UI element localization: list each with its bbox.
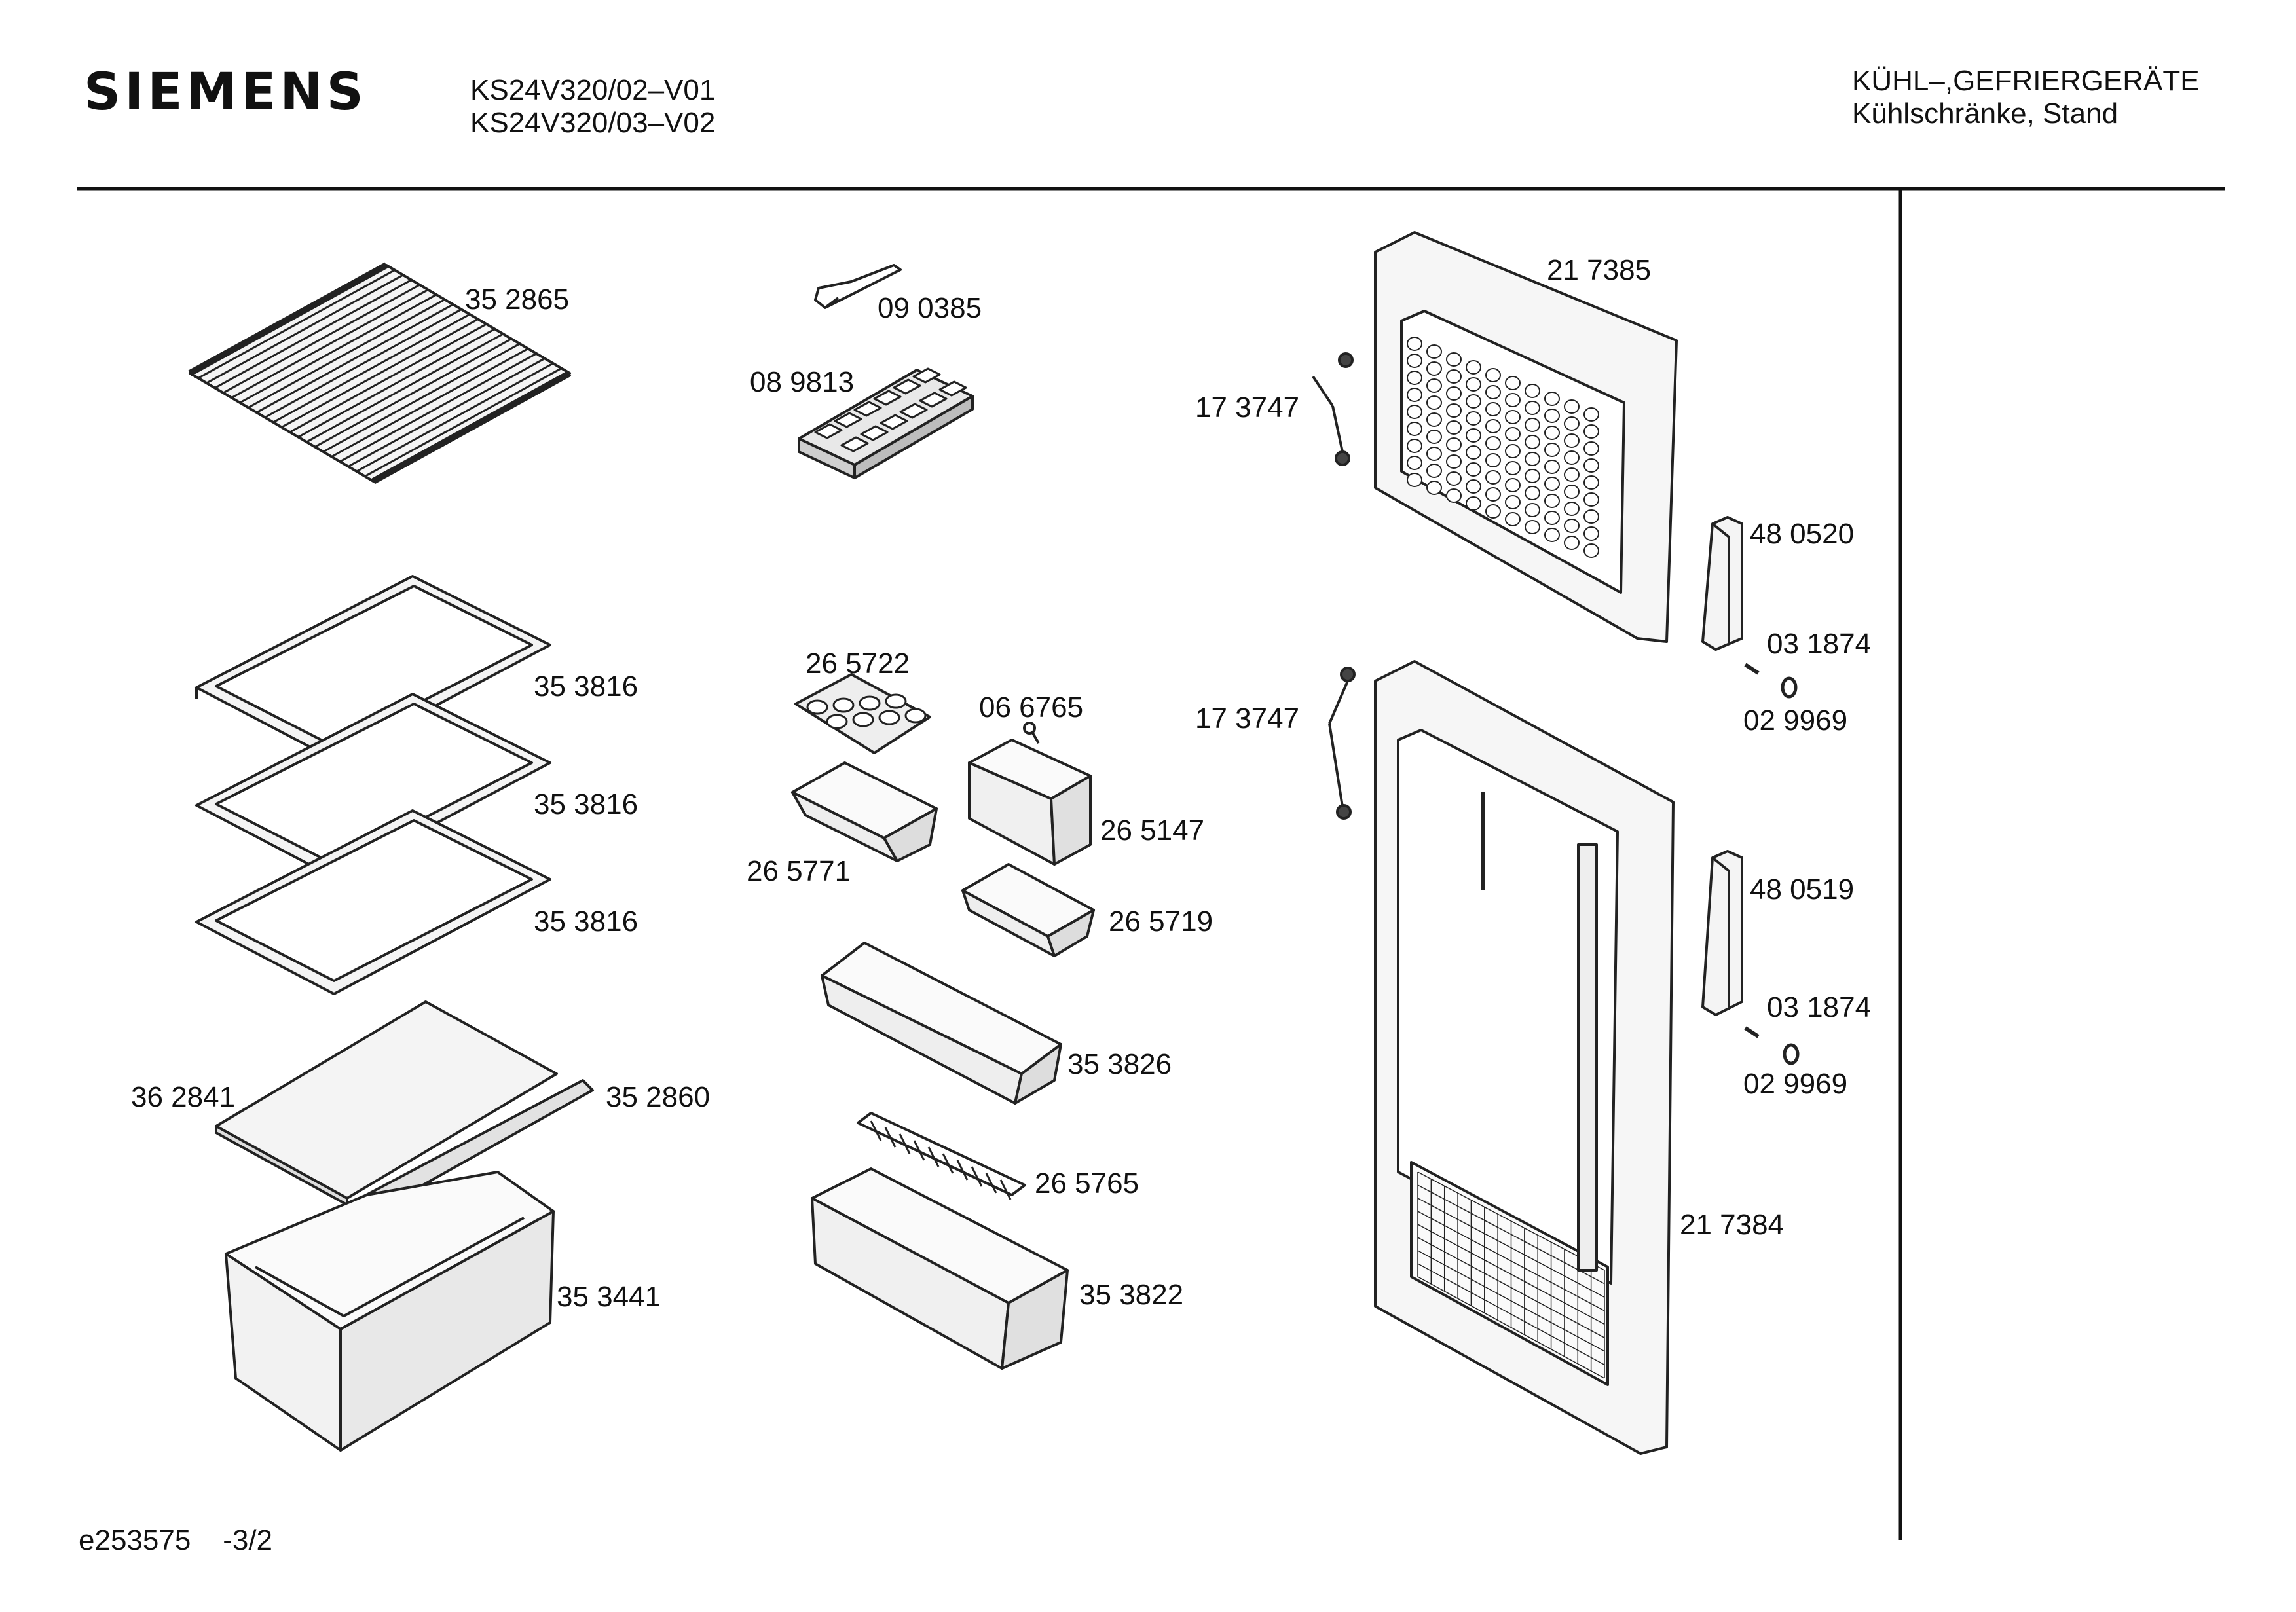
- screw-washer-bottom-drawing: [1744, 1026, 1800, 1065]
- hinge-top-drawing: [1701, 516, 1743, 651]
- part-label-door-pin: 06 6765: [979, 691, 1083, 724]
- part-label-fridge-door: 21 7384: [1680, 1209, 1784, 1241]
- fridge-door-drawing: [1374, 660, 1675, 1455]
- page-number: -3/2: [223, 1524, 273, 1556]
- brand-logo: SIEMENS: [84, 63, 367, 122]
- part-label-bottle-shelf: 35 3822: [1079, 1279, 1183, 1311]
- small-shelf-1-drawing: [791, 761, 938, 862]
- part-label-egg-tray: 26 5722: [805, 648, 910, 680]
- part-label-door-shelf: 35 3826: [1067, 1048, 1172, 1080]
- egg-tray-drawing: [794, 673, 931, 754]
- model-number-2: KS24V320/03–V02: [470, 107, 716, 139]
- part-label-glass-shelf-1: 35 3816: [534, 670, 638, 703]
- part-label-screws-bottom: 17 3747: [1195, 703, 1299, 735]
- part-label-butter-lid: 26 5147: [1100, 815, 1204, 847]
- glass-shelf-3-drawing: [195, 809, 551, 995]
- part-label-washer-top: 02 9969: [1743, 705, 1847, 737]
- part-label-small-shelf-2: 26 5719: [1109, 906, 1213, 938]
- part-label-cover-strip: 35 2860: [606, 1081, 710, 1113]
- screw-washer-top-drawing: [1744, 663, 1798, 699]
- ice-tray-drawing: [798, 367, 974, 479]
- part-label-small-shelf-1: 26 5771: [747, 855, 851, 887]
- part-label-grid-shelf: 35 2865: [465, 284, 569, 316]
- part-label-glass-shelf-2: 35 3816: [534, 788, 638, 820]
- part-label-ice-tray: 08 9813: [750, 366, 854, 398]
- part-label-glass-cover: 36 2841: [131, 1081, 235, 1113]
- glass-shelf-1-drawing: [195, 575, 551, 771]
- document-id: e253575 -3/2: [79, 1524, 272, 1557]
- document-id-text: e253575: [79, 1524, 191, 1556]
- part-label-screws-top: 17 3747: [1195, 392, 1299, 424]
- ice-scraper-drawing: [814, 264, 902, 309]
- glass-cover-drawing: [215, 1000, 558, 1206]
- part-label-screw-top: 03 1874: [1767, 628, 1871, 660]
- door-shelf-drawing: [821, 942, 1062, 1105]
- model-number-1: KS24V320/02–V01: [470, 74, 716, 106]
- category-subtitle: Kühlschränke, Stand: [1852, 98, 2119, 130]
- part-label-screw-bottom: 03 1874: [1767, 991, 1871, 1023]
- part-label-hinge-top: 48 0520: [1750, 518, 1854, 550]
- part-label-ice-scraper: 09 0385: [878, 292, 982, 324]
- freezer-door-drawing: [1374, 231, 1678, 643]
- part-label-crisper-drawer: 35 3441: [557, 1281, 661, 1313]
- butter-lid-drawing: [968, 739, 1092, 866]
- bottle-shelf-drawing: [811, 1167, 1069, 1370]
- part-label-hinge-bottom: 48 0519: [1750, 873, 1854, 906]
- category-title: KÜHL–,GEFRIERGERÄTE: [1852, 65, 2200, 97]
- glass-shelf-2-drawing: [195, 693, 551, 879]
- wire-shelf-drawing: [188, 262, 572, 485]
- hinge-bottom-drawing: [1701, 850, 1743, 1016]
- part-label-washer-bottom: 02 9969: [1743, 1068, 1847, 1100]
- bottle-rack-drawing: [857, 1112, 1026, 1200]
- screw-set-bottom-drawing: [1328, 667, 1356, 820]
- small-shelf-2-drawing: [961, 863, 1095, 957]
- part-label-bottle-rack: 26 5765: [1035, 1167, 1139, 1200]
- crisper-drawer-drawing: [225, 1171, 555, 1452]
- screw-set-top-drawing: [1312, 352, 1354, 466]
- part-label-glass-shelf-3: 35 3816: [534, 906, 638, 938]
- door-pin-drawing: [1023, 722, 1040, 744]
- part-label-freezer-door: 21 7385: [1547, 254, 1651, 286]
